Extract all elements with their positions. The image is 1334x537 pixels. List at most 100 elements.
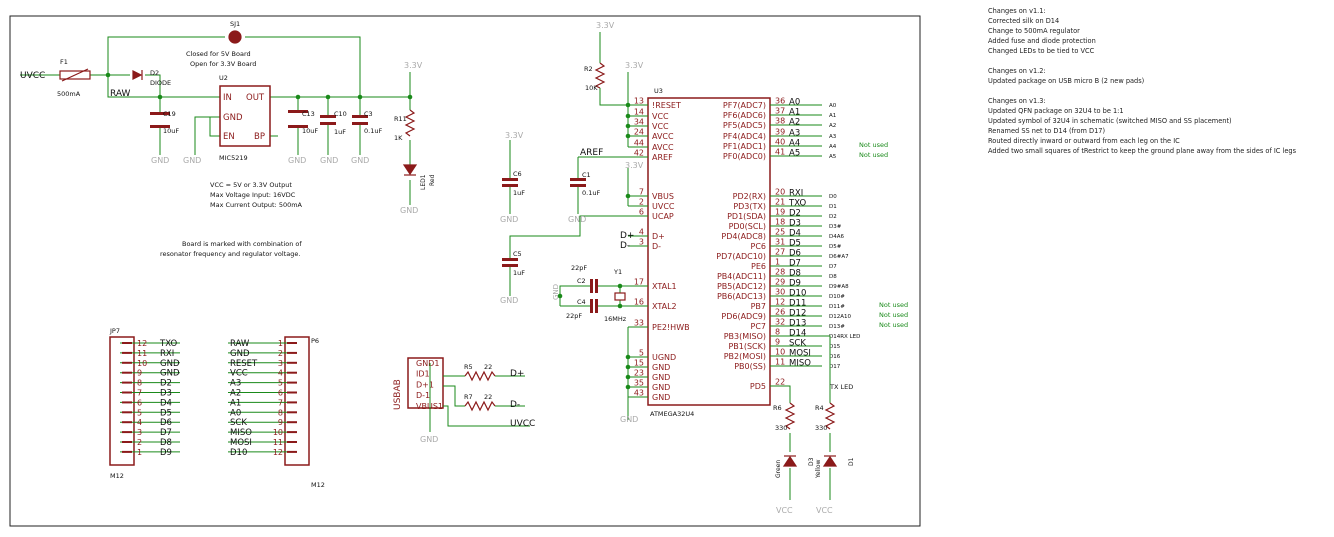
jp7-pin-pad bbox=[122, 391, 132, 394]
gnd-c13: GND bbox=[288, 156, 306, 165]
u3-pin-number: 10 bbox=[775, 348, 785, 357]
jp7-pin-number: 5 bbox=[137, 408, 142, 417]
u3-pin-name: UVCC bbox=[652, 202, 675, 211]
jp7-pin-pad bbox=[122, 371, 132, 374]
p6-pin-pad bbox=[287, 421, 297, 424]
u3-pin-name: PD7(ADC10) bbox=[716, 252, 766, 261]
p6-pin-pad bbox=[287, 342, 297, 344]
p6-net-label: A1 bbox=[230, 398, 241, 408]
change-item: Corrected silk on D14 bbox=[988, 17, 1060, 25]
jp7-pin-pad bbox=[122, 351, 132, 354]
r2-ref: R2 bbox=[584, 65, 593, 73]
p6-net-label: D10 bbox=[230, 448, 247, 458]
resistor-r4 bbox=[824, 402, 836, 430]
p6-pin-number: 7 bbox=[278, 398, 283, 407]
u3-pin-name: PB0(SS) bbox=[734, 362, 766, 371]
u3-net-label: D6 bbox=[789, 249, 801, 259]
u3-pin-number: 3 bbox=[639, 238, 644, 247]
u2-ref: U2 bbox=[219, 74, 228, 82]
u3-pin-number: 6 bbox=[639, 208, 644, 217]
u3-pin-number: 14 bbox=[634, 108, 644, 117]
u3-pin-name: AVCC bbox=[652, 132, 674, 141]
u3-net-label: D5 bbox=[789, 239, 801, 249]
r11-ref: R11 bbox=[394, 115, 407, 123]
u3-pin-number: 33 bbox=[634, 319, 644, 328]
u3-net-label: A4 bbox=[789, 139, 800, 149]
net-dminus-label: D- bbox=[620, 241, 630, 251]
u3-pin-name: GND bbox=[652, 393, 670, 402]
mcu-caps bbox=[502, 178, 598, 313]
p6-pin-number: 3 bbox=[278, 359, 283, 368]
u3-pin-name: AVCC bbox=[652, 143, 674, 152]
jp7-pin-pad bbox=[122, 450, 132, 453]
jp7-pin-pad bbox=[122, 411, 132, 414]
f1-ref: F1 bbox=[60, 58, 68, 66]
p6-pin-pad bbox=[287, 450, 297, 453]
u3-side-label: D13# bbox=[829, 324, 845, 330]
led-d1 bbox=[822, 455, 838, 467]
u3-pin-number: 42 bbox=[634, 149, 644, 158]
u3-net-label: D10 bbox=[789, 289, 806, 299]
u3-side-label: D6#A7 bbox=[829, 254, 849, 260]
u2-value: MIC5219 bbox=[219, 154, 248, 162]
usb-dplus-label: D+ bbox=[510, 369, 524, 379]
u3-pin-name: UCAP bbox=[652, 212, 674, 221]
u3-side-label: D9#A8 bbox=[829, 284, 849, 290]
u3-pin-name: PD5 bbox=[750, 382, 766, 391]
u3-pin-name: !RESET bbox=[652, 101, 681, 110]
u3-net-label: MISO bbox=[789, 359, 811, 369]
u3-pin-name: XTAL2 bbox=[652, 302, 677, 311]
jp7-pin-number: 8 bbox=[137, 379, 142, 388]
sj1-ref: SJ1 bbox=[230, 20, 240, 28]
p6-pin-number: 12 bbox=[273, 448, 283, 457]
jp7-pin-pad bbox=[122, 381, 132, 384]
net-dplus-label: D+ bbox=[620, 231, 634, 241]
p6-net-label: MISO bbox=[230, 428, 252, 438]
usb-pin-name: GND1 bbox=[416, 359, 439, 368]
power-section bbox=[20, 36, 411, 205]
gnd-c19: GND bbox=[151, 156, 169, 165]
d1-value: Yellow bbox=[815, 459, 822, 479]
u3-pin-name: GND bbox=[652, 363, 670, 372]
u3-net-label: A2 bbox=[789, 118, 800, 128]
u3-pin-name: D- bbox=[652, 242, 661, 251]
jp7-net-label: D9 bbox=[160, 448, 172, 458]
supply-3v3-vbus: 3.3V bbox=[625, 161, 644, 170]
r7-ref: R7 bbox=[464, 393, 473, 401]
gnd-u2: GND bbox=[183, 156, 201, 165]
jp7-pin-number: 12 bbox=[137, 339, 147, 348]
diode-d2 bbox=[132, 70, 143, 80]
u3-pin-number: 8 bbox=[775, 328, 780, 337]
change-block: Changes on v1.3:Updated QFN package on 3… bbox=[988, 96, 1296, 156]
solder-jumper-sj1 bbox=[228, 30, 242, 44]
u3-pin-name: PD2(RX) bbox=[733, 192, 766, 201]
u3-pin-number: 36 bbox=[775, 97, 785, 106]
p6-pin-pad bbox=[287, 441, 297, 443]
change-item: Added fuse and diode protection bbox=[988, 37, 1096, 45]
r4-value: 330 bbox=[815, 424, 827, 432]
r4-ref: R4 bbox=[815, 404, 824, 412]
u3-side-label: D7 bbox=[829, 264, 837, 270]
jp7-value: M12 bbox=[110, 472, 124, 480]
u3-pin-name: PD4(ADC8) bbox=[721, 232, 766, 241]
gnd-usb: GND bbox=[420, 435, 438, 444]
u3-net-label: RXI bbox=[789, 189, 803, 199]
c3-ref: C3 bbox=[364, 110, 373, 118]
u3-pin-name: VBUS bbox=[652, 192, 674, 201]
f1-value: 500mA bbox=[57, 90, 81, 98]
p6-net-label: A0 bbox=[230, 408, 241, 418]
supply-3v3-r11: 3.3V bbox=[404, 61, 423, 70]
p6-pin-pad bbox=[287, 391, 297, 394]
u3-pin-name: PB7 bbox=[751, 302, 766, 311]
r7-value: 22 bbox=[484, 393, 492, 401]
jp7-net-label: D2 bbox=[160, 379, 172, 389]
c5-ref: C5 bbox=[513, 250, 522, 258]
resistor-r2 bbox=[594, 62, 606, 89]
u3-pin-number: 30 bbox=[775, 288, 785, 297]
u3-pin-name: XTAL1 bbox=[652, 282, 677, 291]
p6-pin-number: 6 bbox=[278, 389, 283, 398]
u3-net-label: D4 bbox=[789, 229, 801, 239]
